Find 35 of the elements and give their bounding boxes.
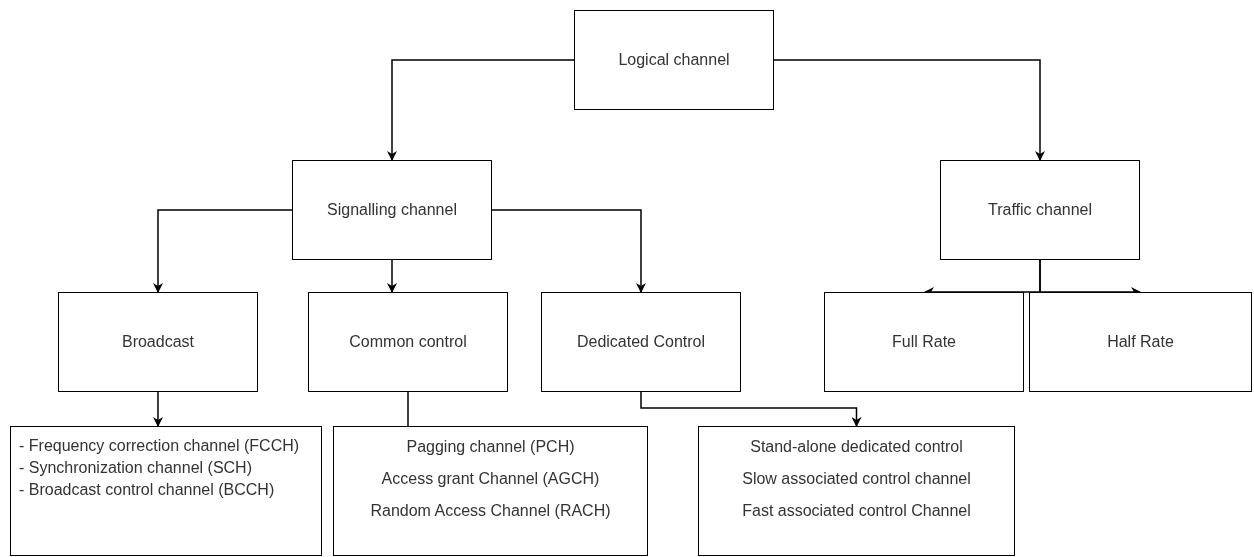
process-box [698,426,1015,556]
box-label: Access grant Channel (AGCH) [381,469,600,489]
box-label: Half Rate [1107,332,1174,352]
box-label: Logical channel [618,50,730,70]
box-label: - Synchronization channel (SCH) [19,458,252,478]
process-box [541,292,741,392]
arrow [491,209,646,293]
arrow [387,259,397,293]
box-label: - Frequency correction channel (FCCH) [19,436,300,456]
box-label: Pagging channel (PCH) [406,437,575,457]
process-box [58,292,258,392]
box-label: Common control [349,332,467,352]
arrow [153,209,293,293]
arrow [387,59,575,161]
process-box [292,160,492,260]
box-label: Fast associated control Channel [742,501,971,521]
box-label: Traffic channel [987,200,1093,220]
arrow [640,391,862,427]
box-label: - Broadcast control channel (BCCH) [19,480,275,500]
process-box [1029,292,1252,392]
arrow [153,391,163,427]
box-label: Broadcast [121,332,194,352]
box-label: Full Rate [892,332,956,352]
box-label: Signalling channel [327,200,457,220]
box-label: Slow associated control channel [742,469,971,489]
arrow [773,59,1045,161]
process-box [333,426,648,556]
process-box [574,10,774,110]
process-box [10,426,322,556]
box-label: Dedicated Control [576,332,706,352]
box-label: Random Access Channel (RACH) [370,501,611,521]
process-box [824,292,1024,392]
process-box [308,292,508,392]
box-label: Stand-alone dedicated control [750,437,963,457]
process-box [940,160,1140,260]
